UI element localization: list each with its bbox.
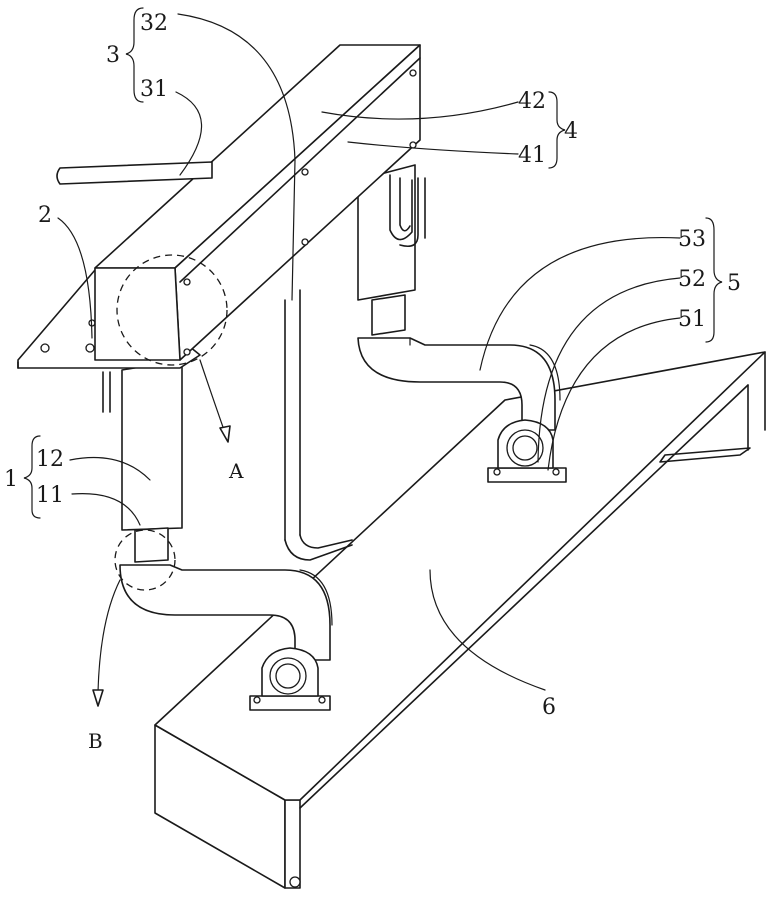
label-3: 3 — [106, 43, 120, 68]
label-a: A — [228, 459, 244, 483]
label-42: 42 — [518, 89, 546, 114]
label-6: 6 — [542, 695, 556, 720]
label-11: 11 — [36, 483, 64, 508]
arrow-b-head — [93, 690, 103, 706]
base-trough — [155, 352, 765, 888]
arrow-a-head — [220, 426, 230, 442]
label-b: B — [88, 729, 103, 753]
label-5: 5 — [727, 271, 741, 296]
label-41: 41 — [518, 143, 546, 168]
label-4: 4 — [564, 119, 578, 144]
left-leg — [103, 360, 182, 562]
label-52: 52 — [678, 267, 706, 292]
right-leg — [358, 165, 425, 335]
label-2: 2 — [38, 203, 52, 228]
label-12: 12 — [36, 447, 64, 472]
label-51: 51 — [678, 307, 706, 332]
label-31: 31 — [140, 77, 168, 102]
label-53: 53 — [678, 227, 706, 252]
handle-bar — [57, 162, 212, 184]
support-post — [285, 290, 352, 560]
label-1: 1 — [4, 467, 18, 492]
label-32: 32 — [140, 11, 168, 36]
